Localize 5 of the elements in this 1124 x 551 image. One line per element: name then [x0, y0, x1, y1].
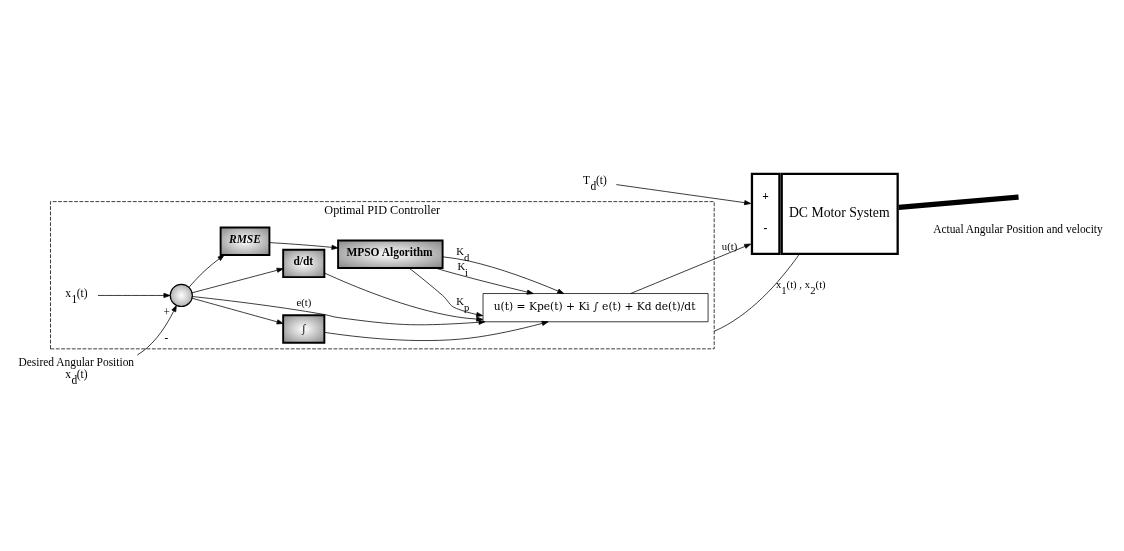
node-label: +: [163, 305, 170, 318]
edge-label: e(t): [296, 295, 312, 308]
label: Actual Angular Position and velocity: [933, 222, 1103, 235]
node-label: -: [164, 331, 169, 344]
edge-label: u(t): [721, 239, 738, 252]
